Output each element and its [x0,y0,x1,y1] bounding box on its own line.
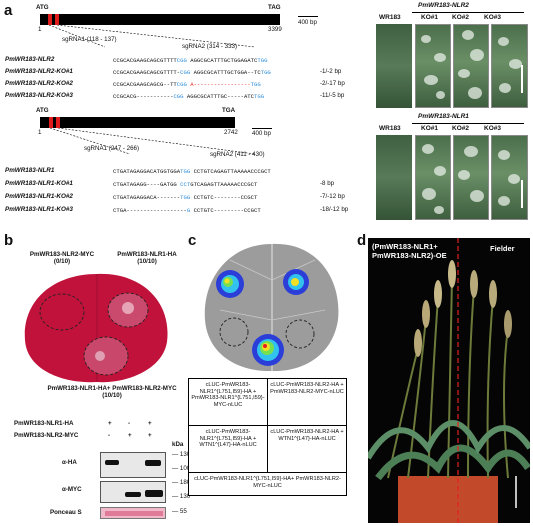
b-blot-ha-marker-1: — 130 [172,451,191,458]
b-ponceau-marker: — 55 [172,508,187,515]
c-cell-2: cLUC-PmWR183-NLR2-HA + PmWR183-NLR2-MYC-… [267,378,347,426]
panel-letter-b: b [4,232,14,249]
nlr1-start: 1 [38,129,42,136]
nlr2-seq-row-wt: PmWR183-NLR2 CCGCACGAAGCAGCGTTTTCGG AGGC… [5,56,268,64]
b-bottom-label: PmWR183-NLR1-HA+ PmWR183-NLR2-MYC(10/10) [47,385,177,399]
b-tobacco-leaf [24,273,168,383]
panel-letter-a: a [4,2,13,19]
nlr1-exon-1 [49,117,53,128]
nlr2-sgrna-guides [48,25,256,48]
nlr1-seq-row-ko3: PmWR183-NLR1-KO#3 CTGA------------------… [5,206,349,214]
nlr1-photo-header: PmWR183-NLR1 [418,113,469,120]
nlr2-photo-label-ko2: KO#2 [452,14,469,21]
nlr2-seq-row-ko3: PmWR183-NLR2-KO#3 CCGCACG-----------CGG … [5,92,345,100]
nlr1-scale-label: 400 bp [252,130,271,137]
nlr1-photo-header-line [412,123,524,124]
b-ponceau-blot [100,507,166,519]
nlr1-seq-row-ko2: PmWR183-NLR1-KO#2 CTGATAGAGGACA-------TG… [5,193,345,201]
nlr2-leaf-ko1 [415,24,451,108]
c-cell-1: cLUC-PmWR183-NLR1^{L751,I59}-HA + PmWR18… [188,378,268,426]
nlr2-leaf-ko2 [453,24,489,108]
c-cell-4: cLUC-PmWR183-NLR2-HA + WTN1^{L47}-HA-nLU… [267,425,347,473]
c-cell-5: cLUC-PmWR183-NLR1^{L751,I59}-HA+ PmWR183… [188,472,347,496]
b-myc-sign-3: + [148,432,152,439]
nlr2-gene-bar [40,14,280,25]
nlr2-scale-bar-photo [521,65,523,93]
b-myc-sign-1: - [108,432,111,439]
nlr1-leaf-wt [376,135,412,220]
nlr1-photo-label-ko1: KO#1 [421,125,438,132]
nlr2-start: 1 [38,26,42,33]
b-blot-ha-marker-2: — 100 [172,465,191,472]
panel-letter-d: d [357,232,367,249]
nlr1-tga: TGA [222,107,236,114]
nlr1-sgrna-guides [49,128,256,155]
b-ha-sign-2: - [128,420,131,427]
nlr1-leaf-ko3 [491,135,528,220]
nlr2-seq-row-ko1: PmWR183-NLR2-KO#1 CCGCACGAAGCAGCGTTTT-CG… [5,68,342,76]
panel-letter-c: c [188,232,197,249]
b-row-ha-label: PmWR183-NLR1-HA [14,420,74,427]
b-row-myc-label: PmWR183-NLR2-MYC [14,432,79,439]
nlr2-sequence-table: PmWR183-NLR2 CCGCACGAAGCAGCGTTTTCGG AGGC… [5,56,365,104]
b-ponceau-label: Ponceau S [50,509,82,516]
c-luciferase-leaf [200,240,345,375]
c-cell-3: cLUC-PmWR183-NLR1^{L751,I59}-HA + WTN1^{… [188,425,268,473]
nlr2-sgrna2: sgRNA2 (314 - 333) [182,43,238,50]
b-blot-ha [100,452,166,478]
b-right-label: PmWR183-NLR1-HA(10/10) [117,251,177,265]
nlr2-photo-header-line [412,12,524,13]
nlr2-leaf-ko3 [491,24,528,108]
b-blot-myc-label: α-MYC [62,486,82,493]
nlr1-seq-row-wt: PmWR183-NLR1 CTGATAGAGGACATGGTGGATGG CCT… [5,167,271,175]
nlr2-seq-row-ko2: PmWR183-NLR2-KO#2 CCGCACGAAGCAGCG--TTCGG… [5,80,345,88]
b-blot-myc-marker-1: — 180 [172,479,191,486]
nlr2-photo-label-ko1: KO#1 [421,14,438,21]
nlr1-leaf-ko1 [415,135,451,220]
nlr1-sequence-table: PmWR183-NLR1 CTGATAGAGGACATGGTGGATGG CCT… [5,167,365,219]
nlr1-leaf-photo [374,135,530,220]
b-ha-sign-1: + [108,420,112,427]
nlr2-end: 3399 [268,26,282,33]
d-plant-photo: (PmWR183-NLR1+PmWR183-NLR2)-OE Fielder [368,238,530,523]
nlr1-scale-bar [252,128,272,129]
nlr1-photo-label-wt: WR183 [379,125,401,132]
d-right-label: Fielder [490,244,515,253]
nlr1-photo-label-ko2: KO#2 [452,125,469,132]
b-left-label: PmWR183-NLR2-MYC(0/10) [29,251,95,265]
nlr2-photo-header: PmWR183-NLR2 [418,2,469,9]
nlr1-scale-bar-photo [521,180,523,208]
b-blot-myc-marker-2: — 130 [172,493,191,500]
nlr1-photo-label-ko3: KO#3 [484,125,501,132]
nlr1-atg: ATG [36,107,49,114]
nlr2-exon-1 [48,14,52,25]
nlr2-photo-label-wt: WR183 [379,14,401,21]
nlr2-atg: ATG [36,4,49,11]
nlr2-leaf-photo [374,24,530,108]
d-wheat-plants [368,238,530,523]
b-ha-sign-3: + [148,420,152,427]
nlr1-gene-bar [40,117,235,128]
nlr1-seq-row-ko1: PmWR183-NLR1-KO#1 CTGATAGAGG----GATGG CC… [5,180,335,188]
b-kda-label: kDa [172,441,184,448]
b-myc-sign-2: + [128,432,132,439]
b-blot-ha-label: α-HA [62,459,77,466]
nlr2-scale-bar [298,16,318,17]
nlr1-sgrna2: sgRNA2 (411 - 430) [210,151,265,158]
nlr1-exon-2 [56,117,60,128]
d-left-label: (PmWR183-NLR1+PmWR183-NLR2)-OE [372,242,447,260]
nlr1-end: 2742 [224,129,238,136]
nlr1-sgrna1: sgRNA1 (247 - 266) [84,145,140,152]
nlr2-photo-label-ko3: KO#3 [484,14,501,21]
nlr1-leaf-ko2 [453,135,489,220]
nlr2-scale-label: 400 bp [298,19,317,26]
nlr2-sgrna1: sgRNA1 (118 - 137) [62,36,117,43]
nlr2-tag: TAG [268,4,281,11]
b-blot-myc [100,481,166,503]
nlr2-exon-2 [55,14,59,25]
nlr2-leaf-wt [376,24,412,108]
